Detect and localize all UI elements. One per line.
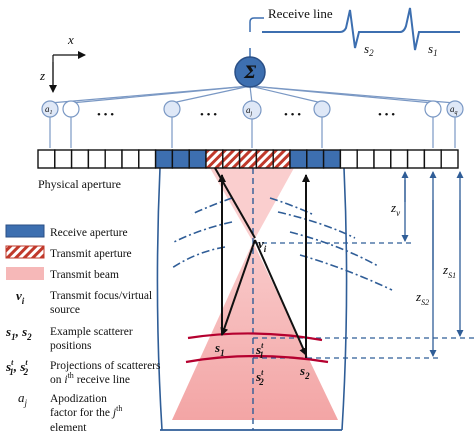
apod-node [313, 100, 331, 118]
legend-swatch-beam [6, 267, 44, 280]
receive-line: Receive line s2 s1 [249, 6, 460, 58]
legend-receive-label: Receive aperture [50, 227, 128, 239]
element-array [37, 149, 459, 169]
legend-s-line1: Example scatterer [50, 326, 133, 338]
physical-aperture-label: Physical aperture [38, 177, 121, 191]
wavefronts [171, 197, 393, 291]
array-element-receive [289, 149, 308, 169]
ray-arrows [214, 167, 310, 358]
apod-dots-3: • • • [284, 109, 301, 121]
summation-node: Σ [234, 48, 266, 88]
legend-aj-line1: Apodization [50, 393, 107, 405]
array-element [390, 149, 409, 169]
receive-line-arrow [249, 17, 264, 32]
apod-node-aj [242, 100, 262, 120]
apodization-tree [49, 85, 456, 148]
distance-markers [401, 171, 464, 357]
receive-line-label: Receive line [268, 6, 333, 21]
pulse-label-s1: s1 [428, 41, 438, 58]
apod-node [62, 100, 80, 118]
apod-dots-1: • • • [97, 109, 114, 121]
array-element [54, 149, 73, 169]
array-element-transmit [255, 149, 274, 169]
receive-field [156, 167, 348, 431]
array-element [138, 149, 157, 169]
array-element-receive [154, 149, 174, 169]
label-zv: zv [390, 200, 400, 218]
apod-node [424, 100, 442, 118]
distance-labels: zv zS1 zS2 [390, 200, 456, 307]
array-element-receive [322, 149, 342, 169]
apod-dots-4: • • • [378, 109, 395, 121]
summation-symbol: Σ [243, 63, 257, 83]
array-element [423, 149, 442, 169]
apod-node-aq [446, 100, 464, 118]
legend: Receive aperture Transmit aperture Trans… [5, 224, 161, 434]
array-element-transmit [238, 149, 258, 169]
legend-s-symbol: s1, s2 [5, 324, 32, 342]
apod-label-aq: aq [450, 104, 458, 116]
receive-waveform [262, 7, 460, 51]
legend-vi-symbol: vi [16, 288, 25, 306]
apod-label-aj: aj [246, 105, 253, 117]
legend-transmit-label: Transmit aperture [50, 248, 132, 260]
array-element [87, 149, 106, 169]
ray-vi-to-s2 [254, 239, 307, 356]
transmit-beam [172, 168, 338, 420]
z-axis-label: z [39, 68, 45, 83]
apod-node [163, 100, 181, 118]
array-element [37, 149, 56, 169]
array-element-transmit [272, 149, 291, 169]
ray-vi-to-s1 [220, 239, 256, 336]
array-element [70, 149, 90, 169]
array-element-transmit [222, 149, 241, 169]
pulse-label-s2: s2 [364, 41, 374, 58]
label-s1: s1 [214, 340, 225, 358]
legend-aj-symbol: aj [18, 390, 28, 408]
array-element-receive [306, 149, 325, 169]
legend-swatch-receive [5, 224, 45, 238]
array-element [356, 149, 375, 169]
label-vi: vi [258, 236, 267, 254]
label-s2: s2 [299, 363, 310, 381]
array-element [440, 149, 459, 169]
label-zs2: zS2 [415, 289, 429, 307]
apodization-nodes: a1 aj aq • • • • • • • • • • • • [41, 100, 464, 121]
array-element [339, 149, 358, 169]
array-element [406, 149, 426, 169]
array-element [104, 149, 123, 169]
label-zs1: zS1 [442, 262, 456, 280]
legend-beam-label: Transmit beam [50, 269, 119, 281]
array-element [373, 149, 392, 169]
legend-vi-line2: source [50, 304, 80, 316]
x-axis-label: x [67, 32, 74, 47]
legend-aj-line3: element [50, 422, 87, 434]
legend-sp-line2: on ith receive line [50, 371, 130, 386]
legend-aj-line2: factor for the jth [50, 404, 122, 419]
apod-label-a1: a1 [45, 104, 53, 116]
array-element-receive [171, 149, 190, 169]
array-element-transmit [205, 149, 224, 169]
legend-vi-line1: Transmit focus/virtual [50, 290, 152, 302]
coordinate-axes: x z [39, 32, 86, 93]
legend-sp-line1: Projections of scatterers [50, 360, 161, 372]
array-element [121, 149, 140, 169]
legend-s-line2: positions [50, 340, 92, 352]
apod-dots-2: • • • [200, 109, 217, 121]
legend-swatch-transmit [5, 245, 45, 259]
apod-node-a1 [41, 100, 59, 118]
array-element-receive [188, 149, 207, 169]
